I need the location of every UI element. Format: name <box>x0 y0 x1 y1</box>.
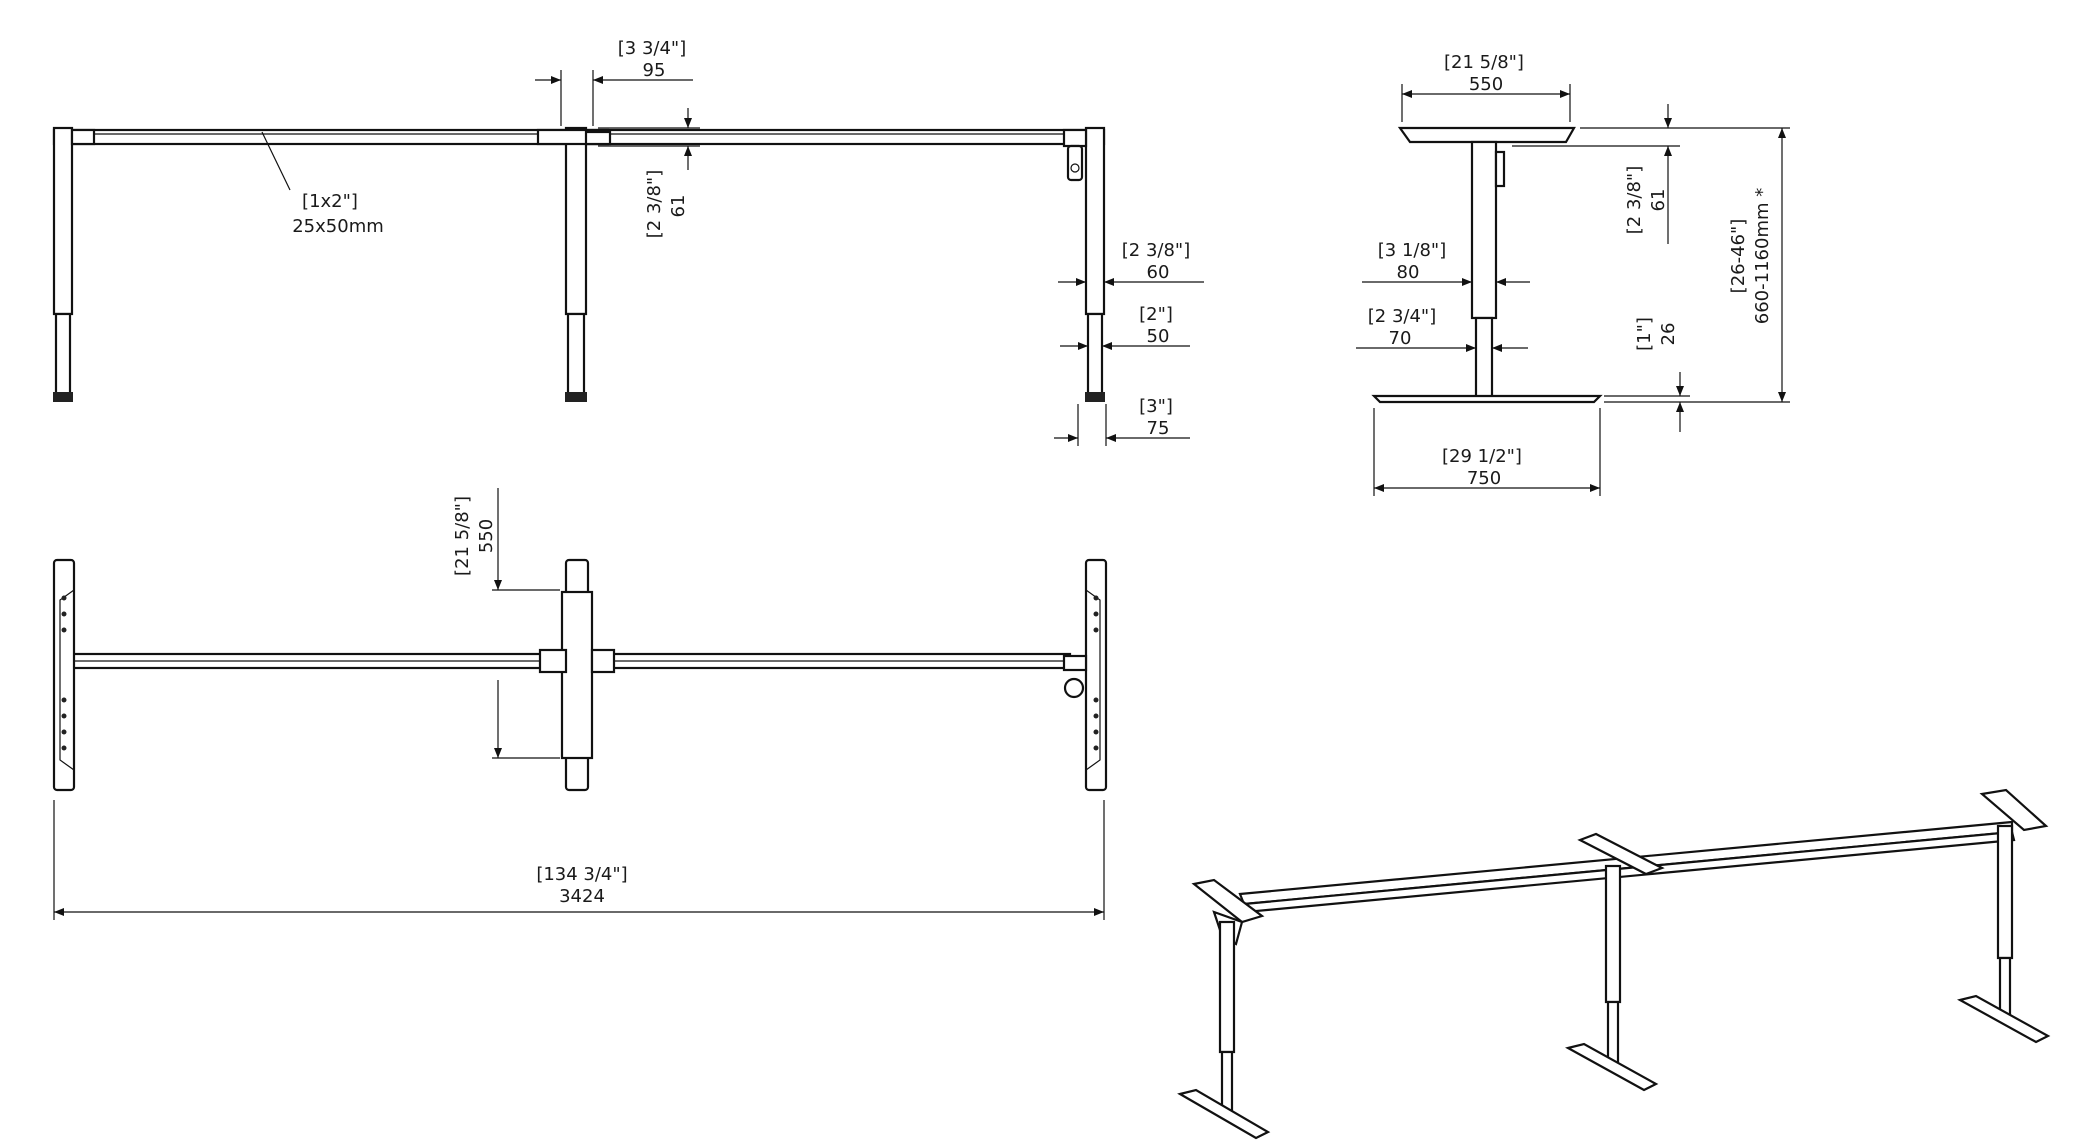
top-labels: [21 5/8"] 550 [134 3/4"] 3424 <box>452 496 628 907</box>
beam-drop-imperial: [2 3/8"] <box>644 170 665 238</box>
top-foot-right <box>1062 558 1108 792</box>
bracket-width-metric: 95 <box>643 60 666 81</box>
top-foot-left <box>52 558 76 792</box>
side-foot <box>1371 394 1603 404</box>
height-range-imperial: [26-46"] <box>1728 219 1749 294</box>
column-upper-metric: 80 <box>1397 262 1420 283</box>
side-column-lower <box>1474 316 1494 400</box>
iso-bracket-right <box>1979 788 2049 832</box>
beam-drop-metric: 61 <box>668 195 689 218</box>
lower-column-metric: 50 <box>1147 326 1170 347</box>
foot-imperial: [3"] <box>1139 396 1173 417</box>
depth-metric: 550 <box>476 519 497 553</box>
bracket-height-imperial: [2 3/8"] <box>1624 166 1645 234</box>
overall-length-metric: 3424 <box>559 886 605 907</box>
foot-metric: 75 <box>1147 418 1170 439</box>
tube-imperial: [1x2"] <box>302 191 358 212</box>
motor-knob <box>1063 677 1085 699</box>
side-column-upper <box>1470 140 1498 320</box>
height-range-metric: 660-1160mm * <box>1752 188 1773 324</box>
column-lower-metric: 70 <box>1389 328 1412 349</box>
foot-height-metric: 26 <box>1658 323 1679 346</box>
tube-leader <box>261 131 291 191</box>
column-lower-imperial: [2 3/4"] <box>1368 306 1436 327</box>
top-bracket-metric: 550 <box>1469 74 1503 95</box>
iso-bracket-middle <box>1577 832 1665 876</box>
iso-leg-right <box>1957 824 2051 1044</box>
top-foot-middle <box>538 558 616 792</box>
depth-imperial: [21 5/8"] <box>452 496 473 576</box>
side-labels: [21 5/8"] 550 [2 3/8"] 61 [3 1/8"] 80 [2… <box>1368 52 1773 489</box>
motor-housing <box>1066 144 1084 182</box>
column-upper-imperial: [3 1/8"] <box>1378 240 1446 261</box>
side-view <box>1356 84 1790 496</box>
tube-metric: 25x50mm <box>292 216 384 237</box>
lower-column-imperial: [2"] <box>1139 304 1173 325</box>
top-view <box>52 488 1108 920</box>
front-leg-right <box>1062 126 1106 402</box>
upper-column-metric: 60 <box>1147 262 1170 283</box>
front-leg-left <box>52 126 96 402</box>
iso-bracket-left <box>1191 878 1265 924</box>
iso-leg-left <box>1177 920 1271 1140</box>
isometric-view <box>1177 788 2051 1140</box>
side-top-bracket <box>1397 126 1576 144</box>
upper-column-imperial: [2 3/8"] <box>1122 240 1190 261</box>
front-labels: [1x2"] 25x50mm [3 3/4"] 95 [2 3/8"] 61 [… <box>292 38 1190 439</box>
overall-length-imperial: [134 3/4"] <box>536 864 627 885</box>
bracket-width-imperial: [3 3/4"] <box>618 38 686 59</box>
bracket-height-metric: 61 <box>1648 189 1669 212</box>
foot-length-metric: 750 <box>1467 468 1501 489</box>
front-leg-middle <box>536 126 612 402</box>
iso-leg-middle <box>1565 864 1659 1092</box>
foot-length-imperial: [29 1/2"] <box>1442 446 1522 467</box>
front-view <box>52 70 1204 446</box>
top-bracket-imperial: [21 5/8"] <box>1444 52 1524 73</box>
foot-height-imperial: [1"] <box>1634 317 1655 351</box>
